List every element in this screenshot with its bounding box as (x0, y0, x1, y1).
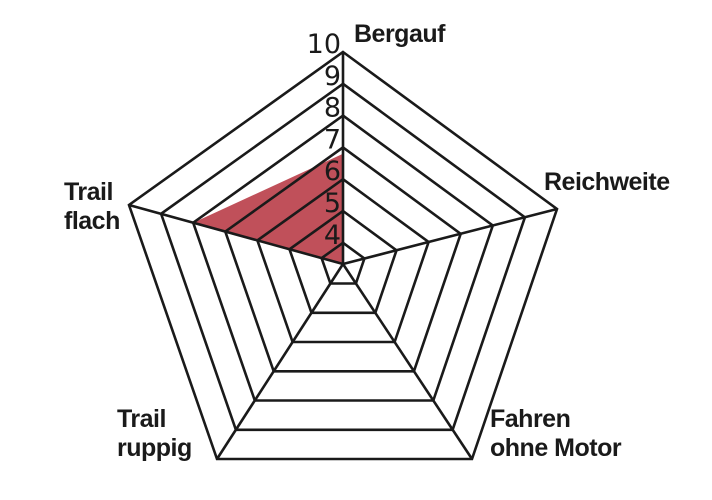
tick-label-9: 9 (324, 61, 341, 92)
grid-ring-9 (159, 82, 527, 432)
axis-spoke-2 (341, 263, 474, 460)
grid-ring-10 (127, 50, 559, 461)
axis-label-bergauf: Bergauf (354, 20, 446, 48)
tick-label-4: 4 (324, 220, 341, 251)
axis-spoke-4 (128, 203, 344, 266)
grid-ring-6 (255, 177, 431, 344)
axis-label-reichweite: Reichweite (544, 168, 670, 196)
grid-ring-4 (320, 241, 366, 285)
axis-spoke-1 (342, 207, 558, 266)
data-area-layer (193, 153, 453, 430)
tick-label-6: 6 (324, 156, 341, 187)
tick-label-5: 5 (324, 188, 341, 219)
tick-label-8: 8 (324, 93, 341, 124)
grid-ring-7 (223, 145, 463, 373)
series-area-0 (193, 153, 453, 430)
axis-spoke-3 (215, 263, 345, 460)
grid-ring-5 (287, 209, 399, 315)
tick-label-10: 10 (307, 29, 341, 60)
grid-ring-8 (191, 113, 495, 402)
grid-layer (127, 50, 559, 461)
tick-label-7: 7 (324, 124, 341, 155)
